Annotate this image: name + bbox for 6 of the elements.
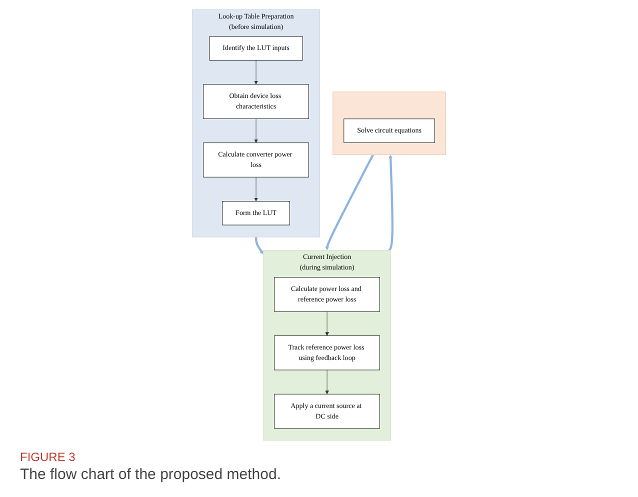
arrow bbox=[325, 154, 374, 250]
figure-number: FIGURE 3 bbox=[20, 450, 76, 464]
arrow bbox=[254, 237, 264, 254]
arrow bbox=[388, 154, 394, 251]
caption: The flow chart of the proposed method. bbox=[20, 466, 282, 483]
cluster bbox=[332, 92, 446, 156]
